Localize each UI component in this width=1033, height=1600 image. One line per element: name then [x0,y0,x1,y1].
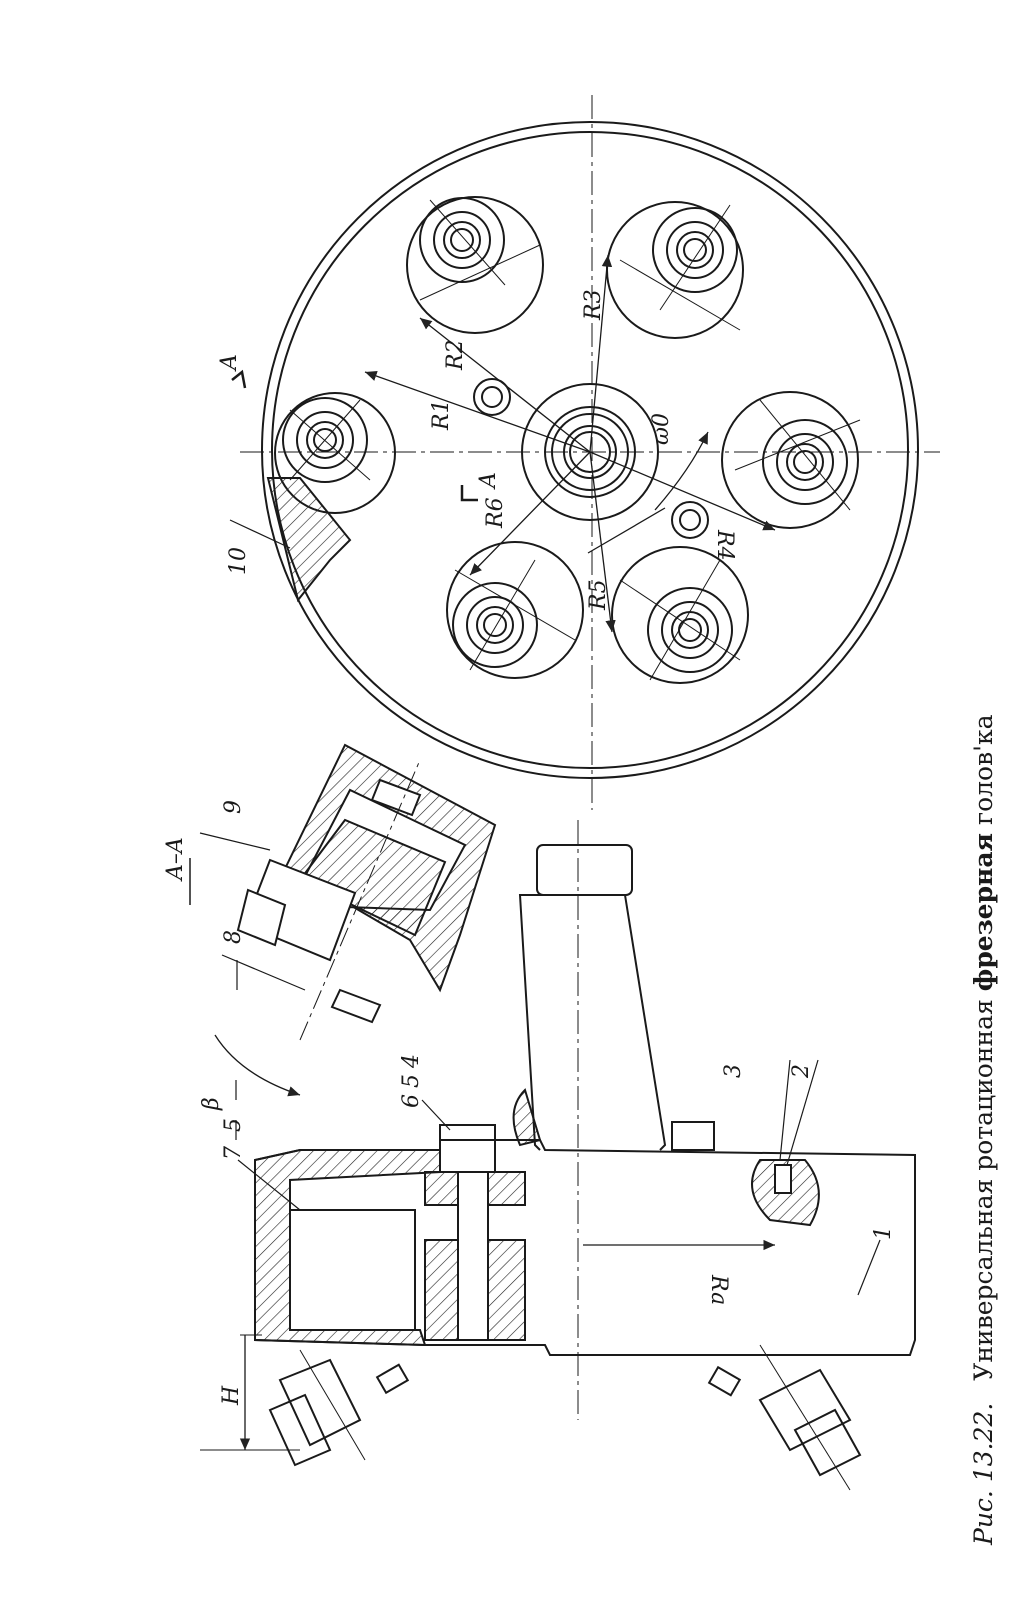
pin-upper [473,378,511,416]
cartridge-cavity [289,1209,416,1331]
label-part-9: 9 [221,800,246,814]
cutter-unit-5 [611,546,749,684]
caption-text-bold: фрезерная [969,833,998,991]
label-beta: β [199,1097,224,1111]
label-part-3: 3 [721,1064,746,1078]
section-mark-top [231,369,247,389]
cutter-unit-2 [406,196,544,334]
taper-shank [518,894,667,1151]
label-part-2: 2 [789,1064,814,1079]
radius-lines [364,254,776,633]
label-part-7: 7 [221,1146,246,1160]
label-section-AA: A–A [163,837,188,882]
outer-rim [261,121,919,779]
label-H: H [219,1385,244,1406]
label-part-5b: 5 [221,1118,246,1132]
pin-lower [671,501,709,539]
label-R2: R2 [443,339,468,371]
face-view [231,95,940,810]
cutter-unit-3 [606,201,744,339]
outer-rim-inner [271,131,909,769]
label-part-4: 4 [399,1054,424,1069]
leader-lines [199,519,881,1296]
shank-end [536,844,633,896]
cutter-unit-4 [721,391,861,529]
label-R3: R3 [581,289,606,321]
label-Ra: Ra [706,1274,731,1305]
caption-text-1: Универсальная ротационная [969,991,998,1380]
label-part-1: 1 [871,1226,896,1240]
label-part-5a: 5 [399,1074,424,1088]
block-6 [439,1124,496,1173]
pin-lower-inner [679,509,701,531]
screw-2 [774,1164,792,1194]
cartridge-lower-left [268,1349,410,1467]
section-axis [299,759,421,1041]
section-wedge-10 [266,477,352,603]
caption-text-2: голов'ка [969,714,998,825]
adjust-screw-9 [370,778,422,817]
label-R5: R5 [586,579,611,611]
figure-caption: Рис. 13.22. Универсальная ротационная фр… [969,714,998,1546]
label-A-bottom: A [476,472,501,490]
labels: A–A 9 8 6 5 4 β 5 7 H 3 2 1 Ra 10 A A R1… [163,289,896,1406]
cutter-unit-1 [274,392,396,514]
section-AA [189,743,497,1097]
screw-4 [330,988,382,1024]
svg-text:Рис. 13.22. Универсальна: Рис. 13.22. Универсальная ротационная фр… [969,714,998,1546]
beta-arc [214,1034,301,1097]
bushing-bore [457,1171,489,1341]
cartridge-core [298,818,447,937]
drive-key [671,1121,715,1151]
side-view [200,820,916,1491]
central-hub [521,383,659,521]
cartridge-lower-right [707,1344,862,1491]
label-omega: ω0 [649,413,674,445]
label-R4: R4 [712,529,737,561]
label-part-10: 10 [226,547,251,575]
label-part-8: 8 [221,930,246,944]
cutter-tip [236,888,287,947]
label-A-top: A [217,354,242,372]
label-part-6: 6 [399,1094,424,1108]
label-R6: R6 [483,497,508,529]
cutter-unit-6 [446,541,584,679]
label-R1: R1 [429,399,454,431]
section-mark-bottom [460,485,478,502]
caption-number: Рис. 13.22. [969,1403,998,1546]
pin-upper-inner [481,386,503,408]
shank-fillet-left [512,1088,542,1147]
